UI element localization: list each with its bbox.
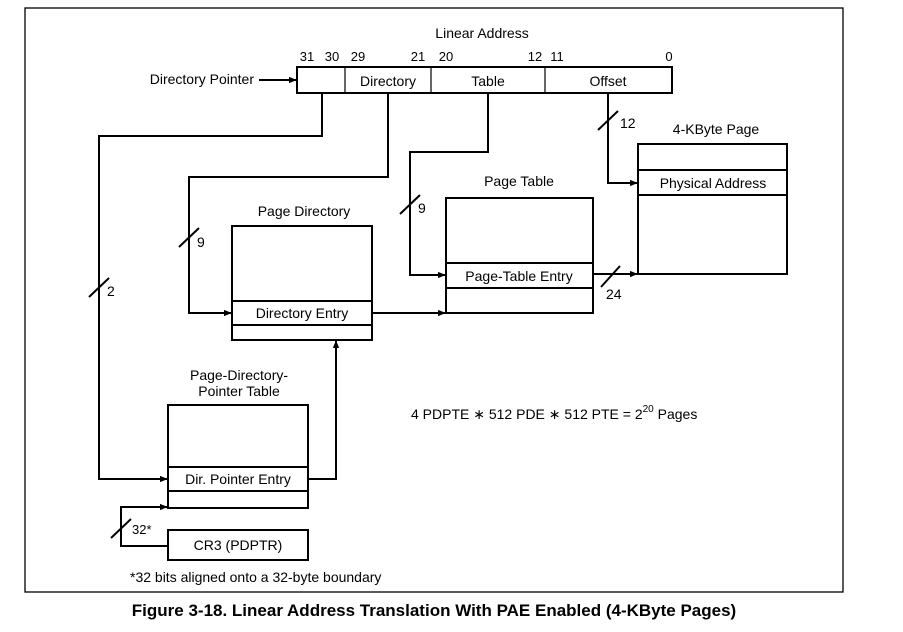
pointer-bits: 2	[107, 283, 115, 299]
directory-pointer-label: Directory Pointer	[150, 71, 255, 87]
offset-bits: 12	[620, 115, 636, 131]
directory-field: Directory	[360, 73, 416, 89]
cr3-line	[120, 503, 168, 547]
offset-field: Offset	[589, 73, 626, 89]
page-4k-title: 4-KByte Page	[673, 121, 760, 137]
figure-caption: Figure 3-18. Linear Address Translation …	[132, 601, 736, 620]
page-table-entry	[445, 262, 594, 289]
linear-address-register	[296, 66, 673, 94]
table-field: Table	[471, 73, 505, 89]
dir-pointer-entry	[167, 466, 309, 492]
table-line	[409, 93, 489, 279]
formula: 4 PDPTE ∗ 512 PDE ∗ 512 PTE = 220 Pages	[411, 404, 697, 422]
bit-20: 20	[439, 49, 453, 64]
cr3-bits: 32*	[132, 522, 152, 537]
bit-11: 11	[550, 49, 564, 64]
linear-address-title: Linear Address	[435, 25, 528, 41]
pdpt-title-line1: Page-Directory-	[190, 367, 288, 383]
formula-exponent: 20	[643, 404, 655, 415]
pdpt-title-line2: Pointer Table	[198, 383, 280, 399]
page-base-bits: 24	[606, 286, 622, 302]
physical-address-label: Physical Address	[660, 175, 767, 191]
directory-entry-label: Directory Entry	[256, 305, 349, 321]
page-directory-title: Page Directory	[258, 203, 351, 219]
bit-12: 12	[528, 49, 542, 64]
physical-address-entry	[637, 169, 788, 196]
bit-0: 0	[665, 49, 672, 64]
page-table-entry-label: Page-Table Entry	[465, 268, 572, 284]
table-bits: 9	[418, 200, 426, 216]
pdpte-to-pd-line	[308, 340, 340, 480]
dir-pointer-entry-label: Dir. Pointer Entry	[185, 471, 291, 487]
formula-text: 4 PDPTE ∗ 512 PDE ∗ 512 PTE = 2	[411, 406, 643, 422]
bit-29: 29	[351, 49, 365, 64]
footnote: *32 bits aligned onto a 32-byte boundary	[130, 569, 381, 585]
bit-21: 21	[411, 49, 425, 64]
directory-line	[188, 93, 389, 317]
formula-suffix: Pages	[654, 406, 698, 422]
bit-31: 31	[300, 49, 314, 64]
page-table-title: Page Table	[484, 173, 554, 189]
offset-line	[607, 93, 638, 187]
cr3-label: CR3 (PDPTR)	[194, 537, 283, 553]
page-4k-box	[637, 143, 788, 275]
figure-frame	[24, 7, 844, 593]
cr3-box	[167, 529, 309, 561]
bit-30: 30	[325, 49, 339, 64]
page-table-box	[445, 197, 594, 314]
directory-bits: 9	[197, 234, 205, 250]
pdpt-box	[167, 404, 309, 509]
pointer-line	[98, 93, 323, 483]
